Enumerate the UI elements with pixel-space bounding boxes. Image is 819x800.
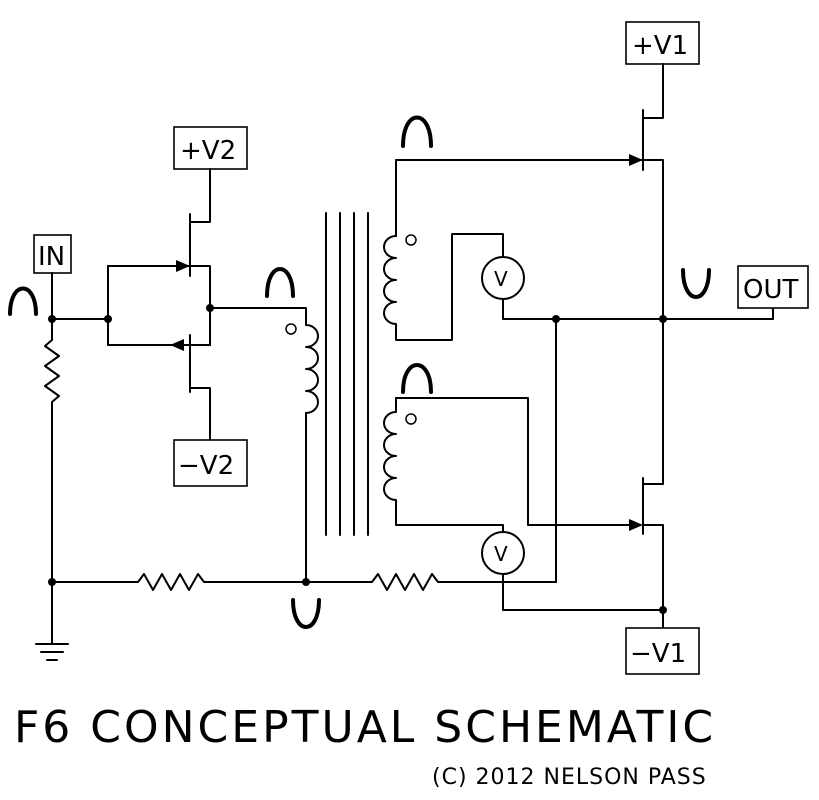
minus-v2-label: −V2 <box>178 451 234 481</box>
transformer-core <box>325 212 369 536</box>
input-phase-arc-icon <box>8 286 38 316</box>
feedback-resistor-left <box>51 573 307 591</box>
plus-v2-label: +V2 <box>180 136 236 166</box>
input-label: IN <box>38 242 65 272</box>
driver-phase-arc-icon <box>265 267 295 298</box>
feedback-resistor-right <box>305 573 557 591</box>
output-phase-arc-icon <box>681 268 711 299</box>
transformer-secondary-lower <box>383 397 641 533</box>
output-label: OUT <box>743 275 798 305</box>
positive-rail-v2: +V2 <box>173 126 248 223</box>
diagram-title: F6 CONCEPTUAL SCHEMATIC <box>14 702 716 753</box>
positive-rail-v1: +V1 <box>625 21 700 119</box>
output-mosfet-lower <box>629 477 664 629</box>
minus-v1-label: −V1 <box>630 639 686 669</box>
input-shunt-resistor <box>44 318 60 583</box>
negative-rail-v2: −V2 <box>173 439 248 487</box>
voltmeter-upper-label: V <box>494 267 508 291</box>
output-mosfet-upper <box>395 109 664 485</box>
output-terminal: OUT <box>737 265 809 309</box>
transformer-primary-winding <box>285 323 319 583</box>
driver-jfet-lower <box>107 334 211 441</box>
plus-v1-label: +V1 <box>632 31 688 61</box>
copyright-credit: (C) 2012 NELSON PASS <box>432 765 707 790</box>
junction-dots <box>48 304 667 614</box>
transformer-secondary-upper <box>383 159 504 341</box>
input-terminal: IN <box>33 234 72 320</box>
lower-gate-phase-arc-icon <box>401 363 433 394</box>
voltmeter-upper: V <box>481 256 525 300</box>
feedback-phase-arc-icon <box>291 598 321 629</box>
driver-jfet-upper <box>107 213 211 346</box>
voltmeter-lower-label: V <box>494 542 508 566</box>
voltmeter-lower: V <box>481 531 525 575</box>
ground-symbol-icon <box>35 581 69 661</box>
negative-rail-v1: −V1 <box>625 627 700 675</box>
upper-gate-phase-arc-icon <box>401 115 433 148</box>
